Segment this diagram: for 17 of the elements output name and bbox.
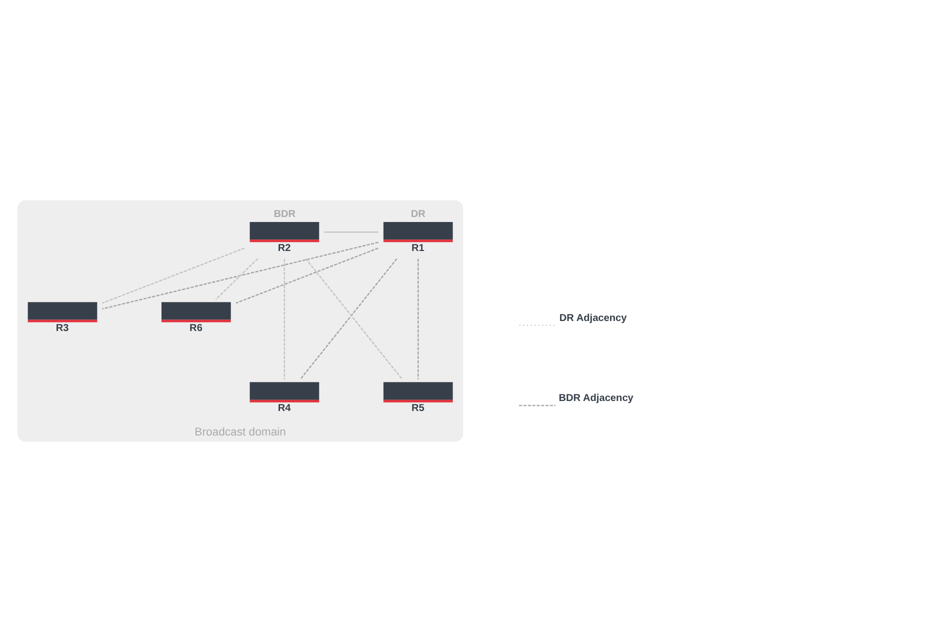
node-label: R2 [277,242,290,254]
connector [324,231,378,233]
legend-label: BDR Adjacency [558,392,633,404]
node-label: R5 [411,403,424,414]
connector [235,248,378,304]
node-label: BDR [273,208,296,220]
connector [102,248,244,304]
connector [214,258,258,300]
connector [283,258,285,380]
legend-label: DR Adjacency [558,312,626,324]
node-label: R4 [277,403,290,414]
node-label: R3 [55,322,68,334]
connector [417,258,418,380]
node-label: R1 [411,242,424,254]
connector [102,242,378,310]
node-label: DR [410,208,425,220]
node-label: R6 [189,322,202,334]
